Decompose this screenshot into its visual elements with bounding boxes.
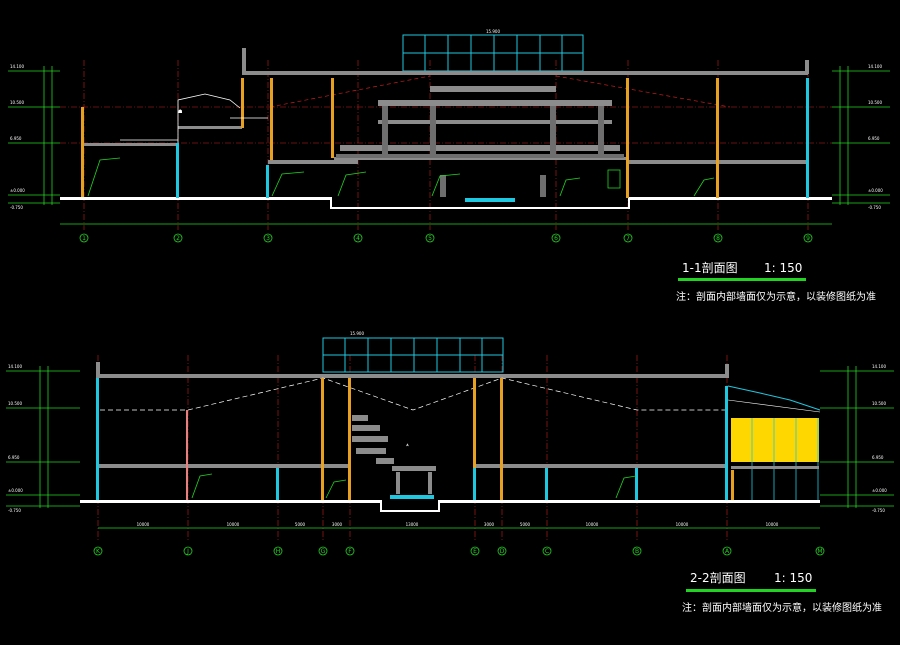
axis-label: 1 — [82, 235, 86, 242]
partition — [186, 410, 188, 500]
elev-label: ±0.000 — [872, 488, 887, 493]
walls-cyan — [176, 78, 809, 198]
axis-label: M — [817, 548, 822, 555]
section-2-2: 14.100 10.500 6.950 ±0.000 -0.750 14.100… — [6, 331, 894, 614]
elev-label: 10.500 — [868, 100, 882, 105]
floor-slabs — [98, 464, 727, 468]
dimension-label: 13000 — [406, 522, 419, 527]
elev-label: 14.100 — [10, 64, 24, 69]
stair-lines — [191, 473, 637, 499]
columns-yellow — [81, 78, 719, 198]
parapet — [96, 362, 100, 378]
elev-label: 10.500 — [8, 401, 22, 406]
title-underline — [686, 589, 816, 592]
stage-steps — [352, 415, 436, 494]
roof-slope-lines — [269, 75, 731, 108]
level-lines — [60, 106, 832, 144]
dimension-label: 10000 — [676, 522, 689, 527]
elev-label: ±0.000 — [8, 488, 23, 493]
dimension-label: 3000 — [484, 522, 495, 527]
section-title: 1-1剖面图 — [682, 261, 738, 275]
central-pavilion — [336, 86, 624, 202]
left-elevation-marks — [8, 66, 60, 205]
annex — [727, 385, 821, 500]
axis-label: D — [500, 548, 505, 555]
section-1-1: 14.100 10.500 6.950 ±0.000 -0.750 14.100… — [8, 29, 890, 303]
axis-label: F — [348, 548, 352, 555]
parapet — [725, 364, 729, 378]
axis-label: H — [276, 548, 281, 555]
roof-slab — [242, 71, 808, 75]
axis-label: K — [96, 548, 101, 555]
elev-label: 10.500 — [10, 100, 24, 105]
dimension-label: 5000 — [295, 522, 306, 527]
dimension-label: 10000 — [766, 522, 779, 527]
roof-slab — [98, 374, 728, 378]
roof-elevation: 15.900 — [350, 331, 364, 336]
parapet — [805, 60, 809, 74]
right-elevation-marks — [820, 366, 894, 508]
axis-label: B — [635, 548, 639, 555]
elev-label: 6.950 — [10, 136, 22, 141]
axis-label: 7 — [626, 235, 630, 242]
section-note: 注：剖面内部墙面仅为示意，以装修图纸为准 — [682, 601, 882, 614]
elev-label: ±0.000 — [868, 188, 883, 193]
elev-label: 14.100 — [868, 64, 882, 69]
dimension-label: 10000 — [227, 522, 240, 527]
axis-label: 9 — [806, 235, 810, 242]
ground-line — [80, 500, 820, 512]
parapet — [242, 48, 246, 72]
dimension-label: 5000 — [520, 522, 531, 527]
axis-label: J — [186, 548, 189, 555]
axis-lines — [97, 355, 728, 540]
elev-label: 14.100 — [872, 364, 886, 369]
glass-roof — [322, 337, 504, 373]
dimension-label: 3000 — [332, 522, 343, 527]
roof-slope-lines — [100, 377, 727, 411]
building-tag: ☗ — [178, 109, 183, 115]
axis-label: 3 — [266, 235, 270, 242]
axis-bubbles — [60, 223, 832, 243]
axis-label: 4 — [356, 235, 360, 242]
axis-label: 2 — [176, 235, 180, 242]
elev-label: -0.750 — [872, 508, 885, 513]
dimension-label: 10000 — [586, 522, 599, 527]
section-scale: 1: 150 — [774, 571, 812, 585]
glass-roof — [402, 34, 584, 72]
axis-label: G — [321, 548, 326, 555]
axis-label: 5 — [428, 235, 432, 242]
title-underline — [678, 278, 806, 281]
axis-label: A — [725, 548, 730, 555]
roof-elevation: 15.900 — [486, 29, 500, 34]
stair-lines — [87, 157, 715, 197]
columns-yellow — [321, 378, 503, 500]
section-note: 注：剖面内部墙面仅为示意，以装修图纸为准 — [676, 290, 876, 303]
axis-label: C — [545, 548, 549, 555]
axis-bubbles — [93, 546, 825, 556]
dimension-label: 10000 — [137, 522, 150, 527]
ground-line — [60, 197, 832, 209]
stepped-roof — [120, 93, 268, 143]
elev-label: -0.750 — [868, 205, 881, 210]
section-title: 2-2剖面图 — [690, 571, 746, 585]
walls-cyan — [96, 378, 728, 500]
elev-label: -0.750 — [8, 508, 21, 513]
elev-label: 10.500 — [872, 401, 886, 406]
right-elevation-marks — [832, 66, 890, 205]
elev-label: 14.100 — [8, 364, 22, 369]
left-elevation-marks — [6, 366, 80, 508]
water-pool — [390, 495, 434, 499]
elev-label: 6.950 — [872, 455, 884, 460]
elev-label: 6.950 — [868, 136, 880, 141]
section-scale: 1: 150 — [764, 261, 802, 275]
axis-label: 6 — [554, 235, 558, 242]
axis-label: E — [473, 548, 477, 555]
stage-marker: ⩓ — [406, 442, 409, 448]
elev-label: 6.950 — [8, 455, 20, 460]
axis-label: 8 — [716, 235, 720, 242]
elev-label: ±0.000 — [10, 188, 25, 193]
elev-label: -0.750 — [10, 205, 23, 210]
